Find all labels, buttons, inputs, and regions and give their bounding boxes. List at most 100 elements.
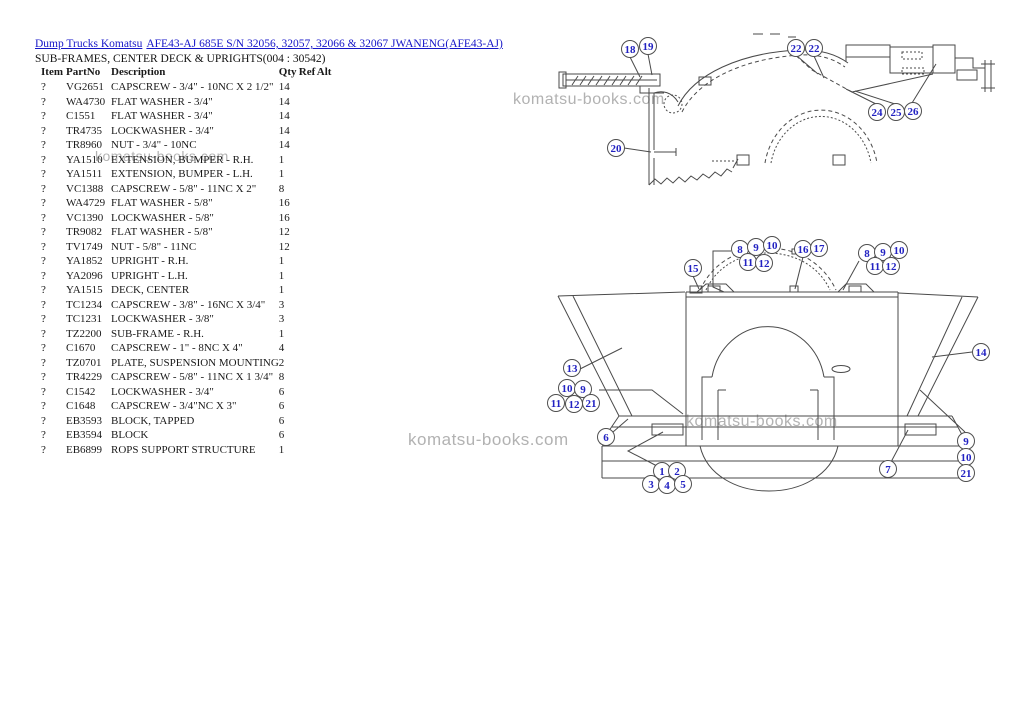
cell-desc: FLAT WASHER - 5/8" — [111, 226, 213, 238]
table-row: ? TR9082 FLAT WASHER - 5/8" 12 — [35, 226, 337, 241]
breadcrumb-link-model[interactable]: AFE43-AJ 685E S/N 32056, 32057, 32066 & … — [146, 38, 503, 50]
cell-item: ? — [41, 313, 46, 325]
cell-qty: 1 — [278, 168, 285, 180]
callout-balloon-10: 10 — [763, 236, 781, 254]
breadcrumb-link-category[interactable]: Dump Trucks Komatsu — [35, 38, 143, 50]
cell-ref — [299, 197, 317, 212]
svg-text:11: 11 — [551, 398, 561, 410]
cell-qty: 16 — [278, 211, 290, 224]
cell-alt — [317, 313, 337, 328]
svg-text:9: 9 — [880, 247, 886, 259]
callout-balloon-6: 6 — [597, 428, 615, 446]
cell-item: ? — [41, 168, 46, 180]
wheel-arch — [764, 109, 878, 164]
svg-text:16: 16 — [798, 244, 810, 256]
cell-desc: NUT - 5/8" - 11NC — [111, 240, 197, 253]
svg-text:20: 20 — [611, 143, 623, 155]
cell-item: ? — [41, 197, 46, 209]
cell-qty: 6 — [278, 400, 285, 412]
cell-part: VC1388 — [66, 182, 104, 195]
svg-text:26: 26 — [908, 106, 920, 118]
cell-alt — [317, 400, 337, 415]
callout-balloon-19: 19 — [639, 37, 657, 55]
leader-lines — [623, 53, 937, 153]
svg-text:5: 5 — [680, 479, 686, 491]
cell-alt — [317, 212, 337, 227]
cell-ref — [299, 400, 317, 415]
cell-item: ? — [41, 298, 46, 311]
cell-part: VG2651 — [66, 81, 104, 93]
cell-part: YA1511 — [66, 168, 103, 180]
svg-text:10: 10 — [961, 452, 973, 464]
callout-balloon-16: 16 — [794, 240, 812, 258]
cell-part: C1648 — [66, 400, 96, 412]
callout-balloon-21: 21 — [957, 464, 975, 482]
svg-text:9: 9 — [963, 436, 969, 448]
svg-text:1: 1 — [659, 466, 665, 478]
svg-text:9: 9 — [580, 384, 586, 396]
cell-alt — [317, 125, 337, 140]
cell-part: YA2096 — [66, 269, 103, 282]
svg-text:10: 10 — [894, 245, 906, 257]
cell-item: ? — [41, 414, 46, 427]
cell-qty: 12 — [278, 226, 290, 238]
cell-item: ? — [41, 443, 46, 456]
cell-item: ? — [41, 110, 46, 122]
cell-qty: 14 — [278, 81, 290, 93]
cell-part: TZ2200 — [66, 327, 102, 340]
col-description: Description — [111, 66, 166, 78]
cell-part: TR4229 — [66, 371, 103, 383]
watermark-text: komatsu-books.com — [686, 413, 838, 430]
cell-item: ? — [41, 327, 46, 340]
callout-balloon-12: 12 — [755, 254, 773, 272]
cell-qty: 8 — [278, 182, 285, 195]
svg-text:11: 11 — [743, 257, 753, 269]
cell-alt — [317, 183, 337, 198]
svg-text:10: 10 — [767, 240, 779, 252]
cell-part: VC1390 — [66, 211, 104, 224]
cell-desc: UPRIGHT - L.H. — [111, 269, 188, 282]
svg-text:6: 6 — [603, 432, 609, 444]
cell-part: C1670 — [66, 342, 96, 354]
leader-lines — [579, 250, 973, 467]
cell-desc: CAPSCREW - 3/8" - 16NC X 3/4" — [111, 298, 266, 311]
cell-qty: 1 — [278, 327, 285, 340]
callout-balloon-17: 17 — [810, 239, 828, 257]
col-item: Item — [41, 66, 63, 78]
cell-desc: CAPSCREW - 3/4" - 10NC X 2 1/2" — [111, 81, 274, 93]
watermark-text: komatsu-books.com — [513, 91, 665, 108]
cell-ref — [299, 226, 317, 241]
cell-ref — [299, 299, 317, 314]
cell-alt — [317, 168, 337, 183]
cell-desc: LOCKWASHER - 5/8" — [111, 211, 214, 224]
callout-balloon-11: 11 — [866, 257, 884, 275]
cell-alt — [317, 81, 337, 96]
svg-text:9: 9 — [753, 242, 759, 254]
cell-part: TR9082 — [66, 226, 103, 238]
cell-qty: 3 — [278, 298, 285, 311]
cell-item: ? — [41, 124, 46, 137]
svg-text:22: 22 — [791, 43, 803, 55]
callout-balloon-4: 4 — [658, 476, 676, 494]
cell-item: ? — [41, 371, 46, 383]
cell-item: ? — [41, 356, 46, 369]
cell-part: YA1510 — [66, 153, 103, 166]
cell-part: EB3594 — [66, 429, 103, 441]
callout-balloon-22: 22 — [787, 39, 805, 57]
col-alt: Alt — [316, 66, 332, 78]
cell-item: ? — [41, 226, 46, 238]
cell-item: ? — [41, 95, 46, 108]
cell-alt — [317, 284, 337, 299]
cell-ref — [299, 342, 317, 357]
svg-text:18: 18 — [625, 44, 637, 56]
cell-desc: CAPSCREW - 5/8" - 11NC X 2" — [111, 182, 257, 195]
cell-alt — [317, 270, 337, 285]
cell-item: ? — [41, 342, 46, 354]
